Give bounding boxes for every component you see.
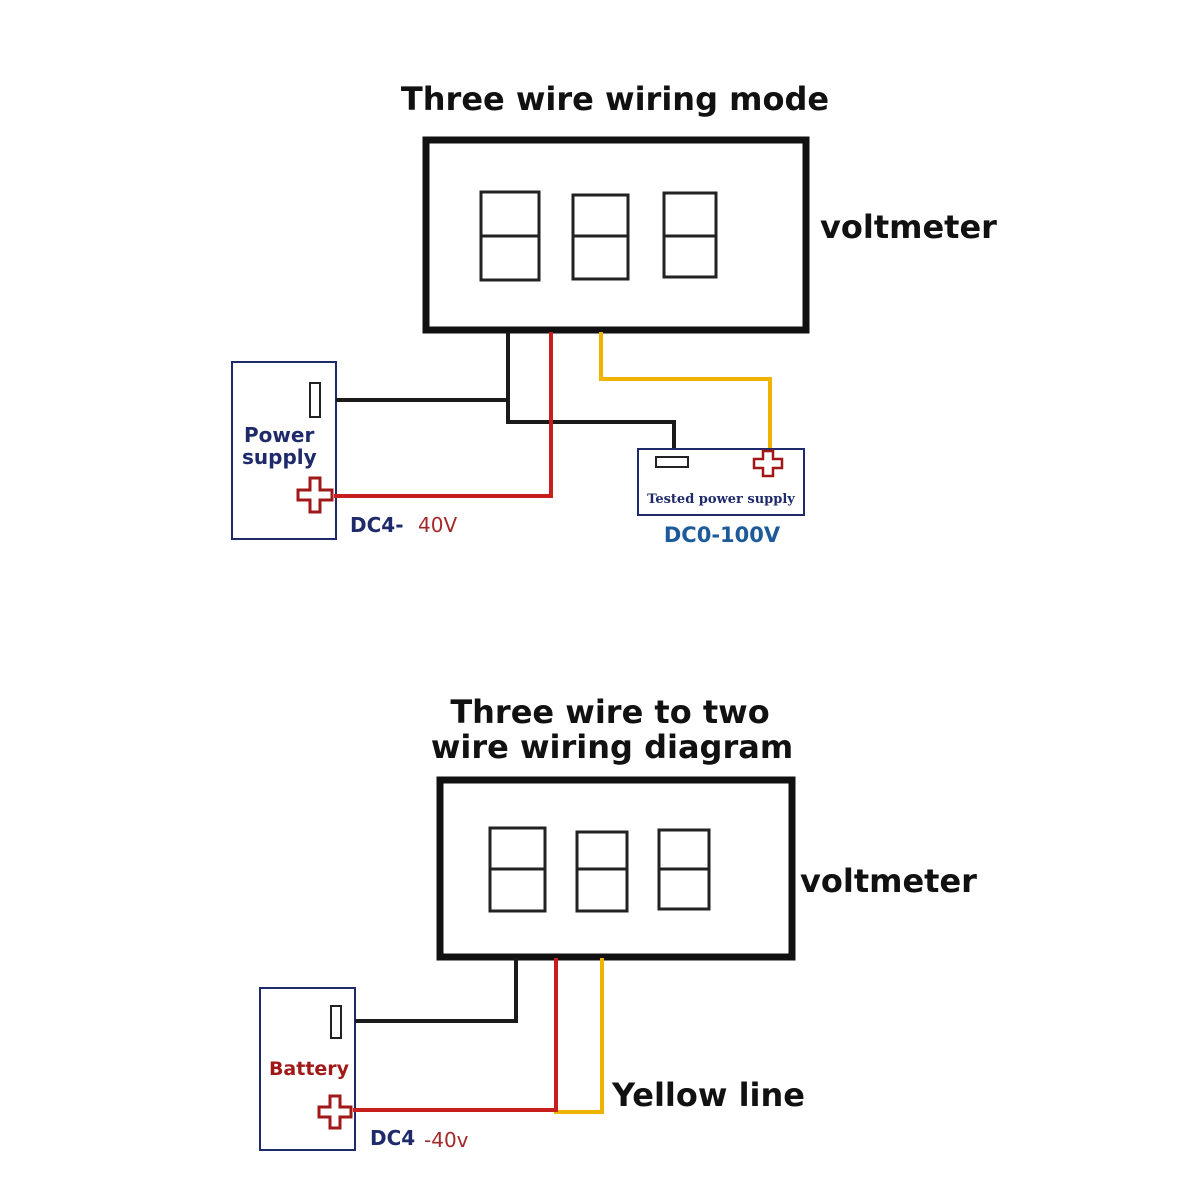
red-wire bbox=[334, 332, 553, 498]
power-supply-label-line1: Power bbox=[244, 423, 314, 447]
power-supply-label-line2: supply bbox=[242, 445, 317, 469]
diagram2-wires bbox=[353, 958, 604, 1114]
battery-range-value: -40v bbox=[424, 1128, 469, 1152]
battery-range-prefix: DC4 bbox=[370, 1126, 415, 1150]
yellow-wire bbox=[599, 332, 772, 451]
supply-range-prefix: DC4- bbox=[350, 513, 404, 537]
battery-minus-terminal bbox=[330, 1005, 342, 1039]
seven-segment-display bbox=[479, 190, 718, 282]
supply-range-value: 40V bbox=[418, 513, 457, 537]
yellow-wire bbox=[554, 958, 604, 1114]
black-wire bbox=[355, 958, 518, 1023]
plus-terminal-icon bbox=[296, 476, 334, 514]
diagram1-title: Three wire wiring mode bbox=[401, 80, 829, 118]
diagram-three-to-two-wire: Three wire to two wire wiring diagram vo… bbox=[259, 693, 977, 1152]
yellow-line-label: Yellow line bbox=[611, 1076, 805, 1114]
seven-segment-display bbox=[488, 826, 711, 913]
diagram2-title-line1: Three wire to two bbox=[450, 693, 769, 731]
red-wire bbox=[353, 958, 558, 1112]
voltmeter-label: voltmeter bbox=[820, 208, 997, 246]
digit-2 bbox=[575, 830, 629, 913]
minus-terminal bbox=[309, 382, 321, 418]
tested-range-label: DC0-100V bbox=[664, 523, 781, 547]
black-wire-to-tested-minus bbox=[506, 332, 676, 449]
tested-power-supply-label: Tested power supply bbox=[647, 492, 795, 507]
diagram1-wires bbox=[334, 332, 772, 498]
voltmeter-label: voltmeter bbox=[800, 862, 977, 900]
tested-plus-terminal-icon bbox=[752, 449, 784, 478]
battery-plus-terminal-icon bbox=[317, 1094, 353, 1130]
battery-label: Battery bbox=[269, 1058, 350, 1080]
tested-minus-terminal bbox=[655, 456, 689, 468]
diagram-three-wire: Three wire wiring mode voltmeter Power s… bbox=[231, 80, 997, 547]
diagram2-title-line2: wire wiring diagram bbox=[431, 728, 793, 766]
